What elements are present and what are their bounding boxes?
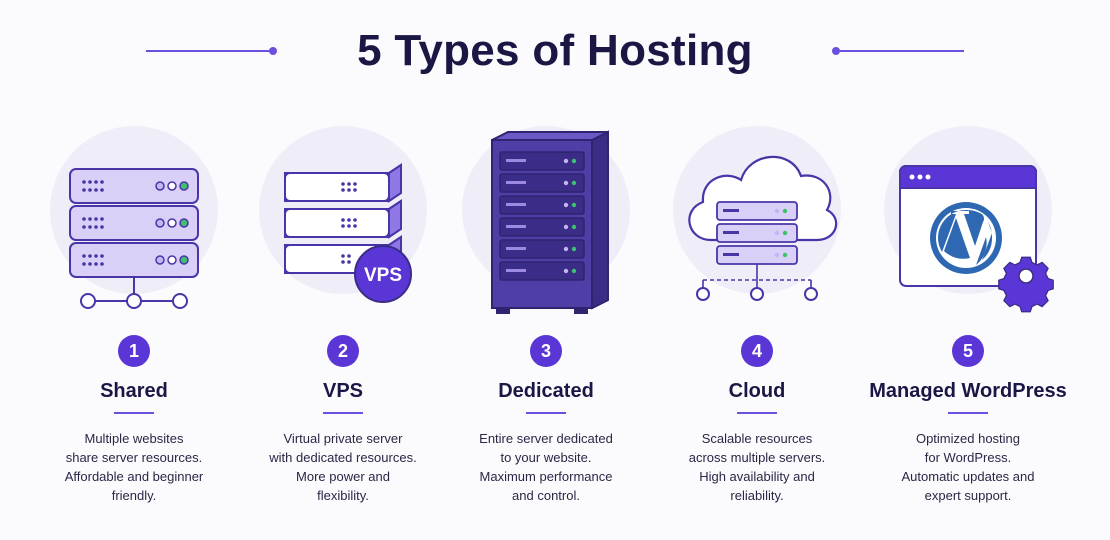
step-number: 3	[530, 335, 562, 367]
name-underline	[114, 412, 154, 414]
dedicated-server-rack-icon	[491, 130, 609, 314]
hosting-type-name: Shared	[100, 380, 168, 402]
header: 5 Types of Hosting	[0, 22, 1110, 82]
vps-server-icon: VPS	[284, 163, 412, 303]
step-number: 1	[118, 335, 150, 367]
step-number: 5	[952, 335, 984, 367]
hosting-type-name: Cloud	[728, 380, 786, 402]
hosting-card-cloud: 4 Cloud Scalable resources across multip…	[651, 118, 863, 518]
step-number: 2	[327, 335, 359, 367]
shared-server-stack-icon	[69, 168, 199, 309]
hosting-type-name: Managed WordPress	[869, 380, 1067, 402]
name-underline	[948, 412, 988, 414]
page-title: 5 Types of Hosting	[357, 26, 753, 75]
hosting-card-vps: VPS 2 VPS Virtual private server with de…	[237, 118, 449, 518]
hosting-type-name: VPS	[322, 380, 364, 402]
vps-badge-label: VPS	[364, 265, 402, 286]
cloud-server-icon	[688, 155, 838, 301]
hosting-card-dedicated: 3 Dedicated Entire server dedicated to y…	[440, 118, 652, 518]
title-decoration-line-left	[146, 50, 272, 52]
hosting-type-description: Multiple websites share server resources…	[64, 431, 204, 503]
hosting-type-description: Virtual private server with dedicated re…	[269, 431, 417, 503]
title-decoration-line-right	[838, 50, 964, 52]
wordpress-logo-icon	[930, 202, 1002, 274]
title-decoration-dot-left	[269, 47, 277, 55]
hosting-type-description: Optimized hosting for WordPress. Automat…	[901, 431, 1035, 503]
step-number: 4	[741, 335, 773, 367]
name-underline	[323, 412, 363, 414]
gear-icon	[998, 256, 1054, 313]
hosting-type-description: Entire server dedicated to your website.…	[479, 431, 613, 503]
hosting-card-shared: 1 Shared Multiple websites share server …	[28, 118, 240, 518]
name-underline	[526, 412, 566, 414]
wordpress-browser-icon	[899, 165, 1054, 313]
name-underline	[737, 412, 777, 414]
title-decoration-dot-right	[832, 47, 840, 55]
hosting-type-description: Scalable resources across multiple serve…	[688, 431, 826, 503]
hosting-card-managed-wordpress: 5 Managed WordPress Optimized hosting fo…	[862, 118, 1074, 518]
hosting-type-name: Dedicated	[498, 380, 594, 402]
vps-badge	[354, 245, 412, 303]
